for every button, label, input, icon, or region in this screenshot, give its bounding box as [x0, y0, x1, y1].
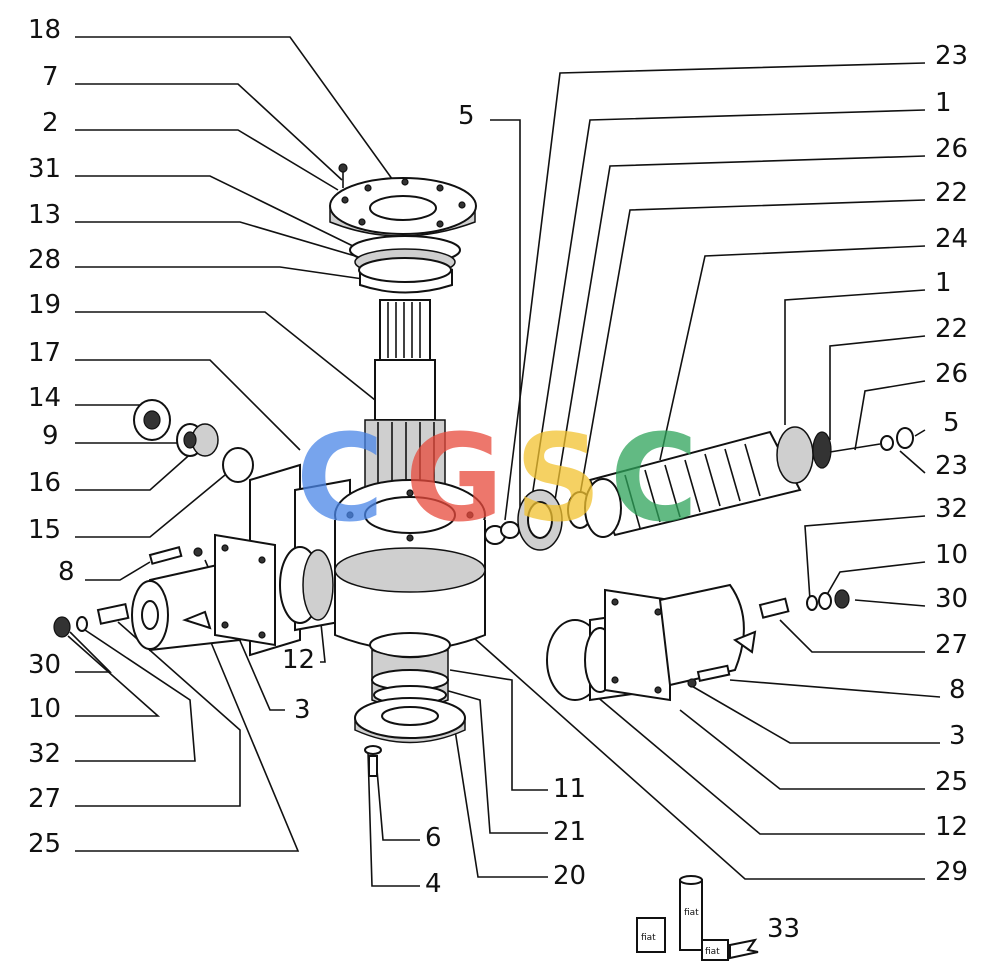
left-callouts: 18 7 2 31 13 28 19 17 14 9 16 15 8 30 10… [28, 15, 75, 859]
callout-16: 16 [28, 468, 61, 498]
callout-11: 11 [553, 774, 586, 804]
pinion-shaft-19 [364, 299, 446, 496]
callout-9: 9 [42, 421, 59, 451]
callout-4: 4 [425, 869, 442, 899]
callout-23-mid: 23 [935, 451, 968, 481]
callout-27-right: 27 [935, 630, 968, 660]
callout-15: 15 [28, 515, 61, 545]
callout-19: 19 [28, 290, 61, 320]
callout-13: 13 [28, 200, 61, 230]
callout-12-right: 12 [935, 812, 968, 842]
bearing-1-22-right [776, 426, 832, 484]
leader-5-top [490, 119, 521, 515]
callout-3-right: 3 [949, 721, 966, 751]
ring-5-23-center [484, 521, 520, 545]
item-33-packages: fiat fiat fiat [636, 875, 759, 961]
callout-25-right: 25 [935, 767, 968, 797]
watermark-letter-s: S [515, 410, 601, 549]
callout-20: 20 [553, 861, 586, 891]
bellows-24 [584, 430, 802, 538]
callout-27: 27 [28, 784, 61, 814]
screw-7-2 [338, 163, 348, 188]
callout-32: 32 [28, 739, 61, 769]
callout-14: 14 [28, 383, 61, 413]
callout-12-center: 12 [282, 645, 315, 675]
callout-3-center: 3 [294, 695, 311, 725]
bolt-8-right [687, 664, 731, 688]
callout-30-right: 30 [935, 584, 968, 614]
callout-30: 30 [28, 650, 61, 680]
callout-33: 33 [767, 914, 800, 944]
callout-22-mid: 22 [935, 314, 968, 344]
callout-29: 29 [935, 857, 968, 887]
callout-6: 6 [425, 823, 442, 853]
bottom-callouts: 6 4 11 21 20 33 [367, 669, 800, 944]
callout-1-mid: 1 [935, 268, 952, 298]
callout-25: 25 [28, 829, 61, 859]
left-shaft-housing-25 [131, 533, 334, 652]
callout-24: 24 [935, 224, 968, 254]
callout-31: 31 [28, 154, 61, 184]
right-callouts: 23 1 26 22 24 1 22 26 5 23 32 10 30 27 8… [935, 41, 968, 887]
callout-26-mid: 26 [935, 359, 968, 389]
callout-17: 17 [28, 338, 61, 368]
watermark-letter-g: G [405, 410, 504, 549]
bolt-6-4 [364, 745, 382, 777]
bearing-14 [133, 399, 171, 441]
callout-5-top: 5 [458, 101, 475, 131]
callout-21: 21 [553, 817, 586, 847]
pin-26-washer-5-23 [829, 427, 914, 453]
package-label-1: fiat [641, 933, 656, 943]
callout-26-top: 26 [935, 134, 968, 164]
bottom-bearing-11-21 [369, 632, 451, 709]
callout-1-top: 1 [935, 88, 952, 118]
callout-32-right: 32 [935, 494, 968, 524]
right-shaft-housing-29 [546, 583, 757, 702]
callout-5-right: 5 [943, 408, 960, 438]
seal-9-16 [176, 423, 219, 457]
callout-8: 8 [58, 557, 75, 587]
bearing-rings-31-13-28 [349, 235, 461, 294]
watermark-letter-c1: C [296, 410, 384, 549]
callout-22-top: 22 [935, 178, 968, 208]
callout-2: 2 [42, 108, 59, 138]
callout-23-top: 23 [935, 41, 968, 71]
callout-10-right: 10 [935, 540, 968, 570]
callout-18: 18 [28, 15, 61, 45]
top-flange-18 [329, 177, 477, 237]
plug-27-right [758, 589, 850, 619]
left-leader-lines [67, 36, 396, 852]
bolt-8-left [148, 546, 203, 565]
plug-30-10-32-27 [53, 602, 130, 638]
watermark-letter-c2: C [610, 410, 698, 549]
cap-15 [222, 447, 254, 483]
package-label-2: fiat [684, 908, 699, 918]
callout-28: 28 [28, 245, 61, 275]
package-label-3: fiat [705, 947, 720, 957]
watermark-logo: C G S C [296, 410, 698, 549]
callout-8-right: 8 [949, 675, 966, 705]
callout-7: 7 [42, 62, 59, 92]
bottom-flange-20 [354, 697, 466, 744]
callout-10: 10 [28, 694, 61, 724]
right-leader-lines [464, 62, 941, 880]
